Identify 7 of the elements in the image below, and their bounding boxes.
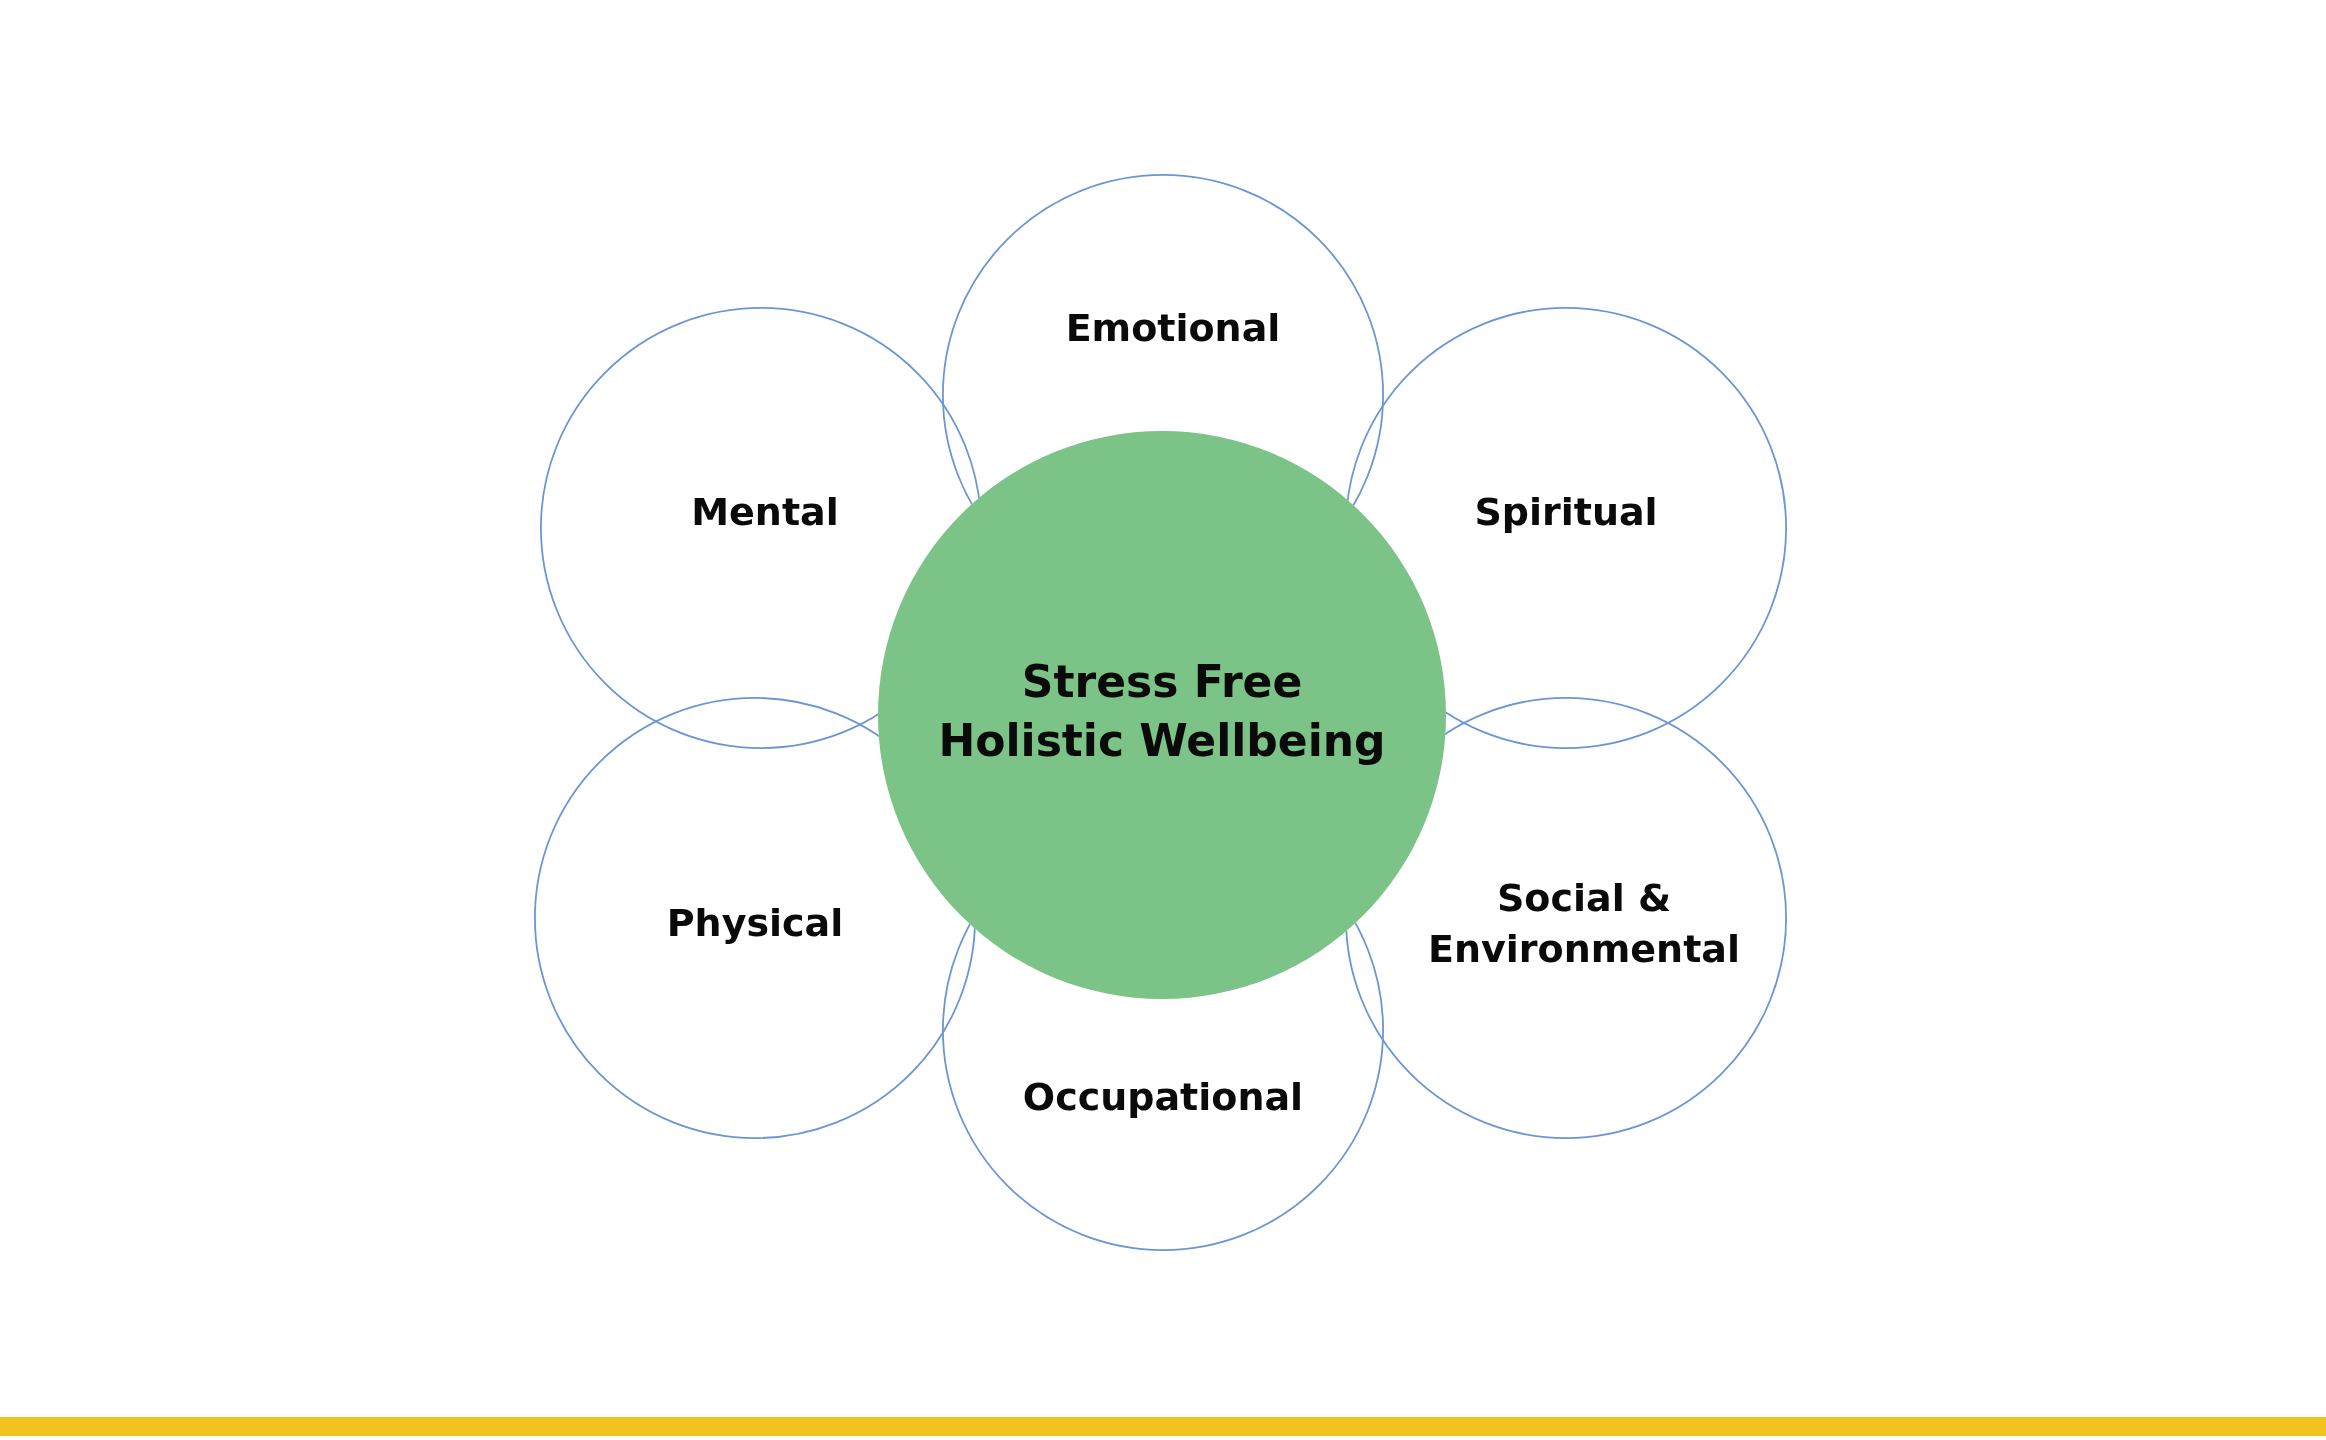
circle-label: Emotional: [1065, 305, 1281, 353]
circle-label: Occupational: [1022, 1074, 1304, 1122]
circle-label: Spiritual: [1474, 489, 1658, 537]
circle-label: Mental: [691, 489, 839, 537]
circle-label: Social & Environmental: [1427, 874, 1741, 973]
circle-label: Physical: [666, 900, 844, 948]
circle-label: Stress Free Holistic Wellbeing: [937, 654, 1387, 768]
